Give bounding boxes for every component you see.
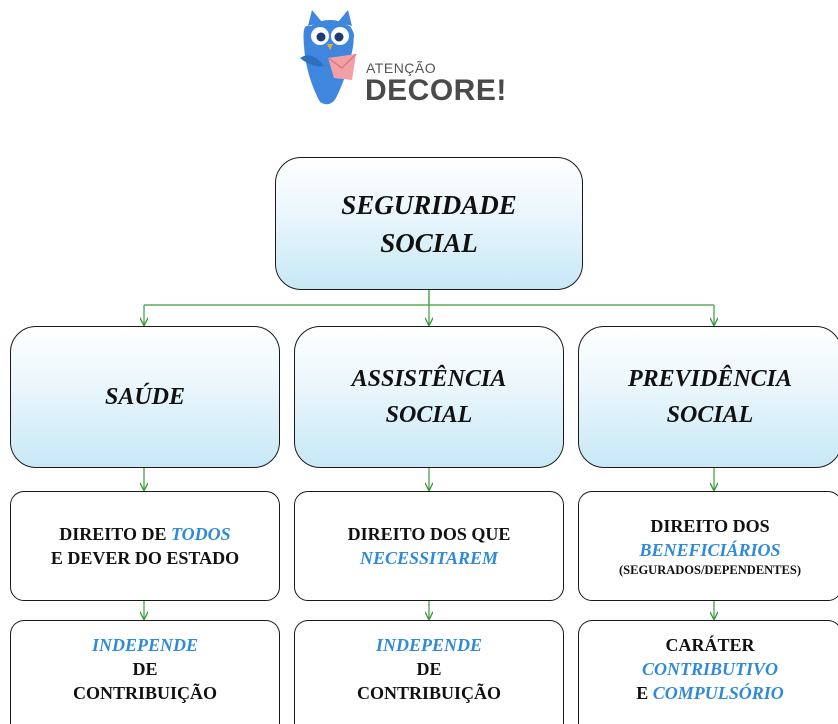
previdencia-title-line1: PREVIDÊNCIA <box>627 366 793 392</box>
root-node-seguridade-social: SEGURIDADE SOCIAL <box>275 157 583 290</box>
node-assistencia-contribuicao: INDEPENDE DE CONTRIBUIÇÃO <box>294 620 564 724</box>
assistencia-title-line2: SOCIAL <box>385 402 473 428</box>
assistencia-direito-line1: DIREITO DOS QUE <box>347 524 511 544</box>
assistencia-contrib-line3: CONTRIBUIÇÃO <box>356 683 502 703</box>
node-previdencia-direito: DIREITO DOS BENEFICIÁRIOS (SEGURADOS/DEP… <box>578 491 838 601</box>
assistencia-contrib-line2: DE <box>416 659 442 679</box>
node-saude: SAÚDE <box>10 326 280 468</box>
previdencia-contrib-highlight1: CONTRIBUTIVO <box>641 659 778 679</box>
saude-contrib-highlight: INDEPENDE <box>91 635 198 655</box>
previdencia-direito-small: (SEGURADOS/DEPENDENTES) <box>619 563 801 577</box>
node-saude-contribuicao: INDEPENDE DE CONTRIBUIÇÃO <box>10 620 280 724</box>
previdencia-contrib-pre3: E <box>636 683 653 703</box>
atencao-decore-logo <box>290 6 520 116</box>
node-previdencia-contribuicao: CARÁTER CONTRIBUTIVO E COMPULSÓRIO <box>578 620 838 724</box>
saude-contrib-line3: CONTRIBUIÇÃO <box>72 683 218 703</box>
assistencia-title-line1: ASSISTÊNCIA <box>351 366 507 392</box>
saude-contrib-line2: DE <box>132 659 158 679</box>
assistencia-direito-highlight: NECESSITAREM <box>359 548 499 568</box>
node-previdencia-social: PREVIDÊNCIA SOCIAL <box>578 326 838 468</box>
root-title-line1: SEGURIDADE <box>341 189 517 220</box>
saude-direito-pre: DIREITO DE <box>59 524 171 544</box>
saude-direito-line2: E DEVER DO ESTADO <box>50 548 240 568</box>
node-assistencia-direito: DIREITO DOS QUE NECESSITAREM <box>294 491 564 601</box>
saude-direito-highlight: TODOS <box>171 524 231 544</box>
previdencia-direito-highlight: BENEFICIÁRIOS <box>639 540 781 560</box>
logo-tagline-small: ATENÇÃO <box>366 60 437 76</box>
logo-tagline-big: DECORE! <box>365 74 507 107</box>
previdencia-contrib-line1: CARÁTER <box>665 635 755 655</box>
assistencia-contrib-highlight: INDEPENDE <box>375 635 482 655</box>
node-saude-direito: DIREITO DE TODOS E DEVER DO ESTADO <box>10 491 280 601</box>
saude-title: SAÚDE <box>104 384 186 410</box>
root-title-line2: SOCIAL <box>380 227 478 258</box>
node-assistencia-social: ASSISTÊNCIA SOCIAL <box>294 326 564 468</box>
previdencia-contrib-highlight2: COMPULSÓRIO <box>652 683 784 703</box>
owl-mascot-icon <box>300 10 357 105</box>
previdencia-title-line2: SOCIAL <box>666 402 754 428</box>
previdencia-direito-line1: DIREITO DOS <box>650 516 770 536</box>
